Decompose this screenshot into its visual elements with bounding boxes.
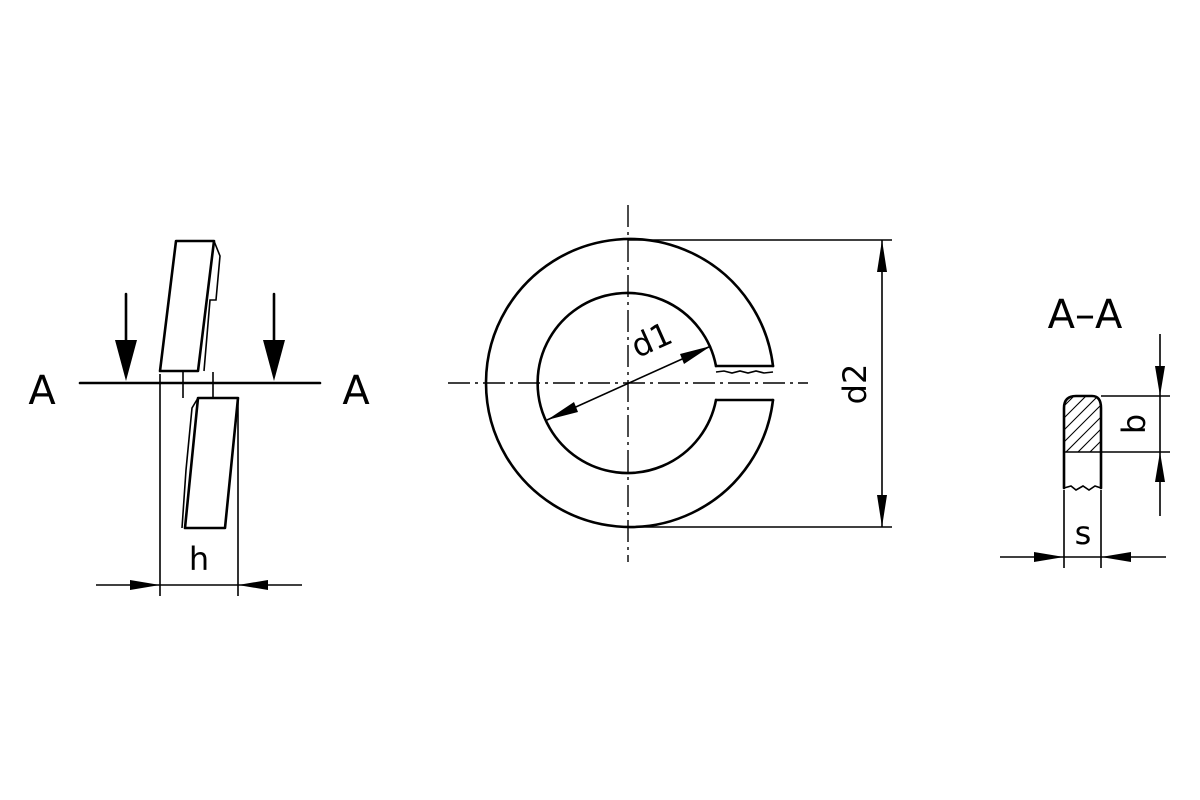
side-view-upper-coil bbox=[158, 239, 216, 373]
section-view: A–A b s bbox=[1000, 292, 1170, 568]
side-view-coil-edge-lower bbox=[181, 397, 199, 529]
section-break-line bbox=[1063, 485, 1102, 491]
washer-split-seam bbox=[715, 370, 774, 374]
d2-arrow-bottom bbox=[877, 495, 887, 527]
section-hatching bbox=[1064, 396, 1101, 452]
b-arrow-bottom bbox=[1155, 452, 1165, 482]
h-arrow-right bbox=[238, 580, 268, 590]
front-view: d1 d2 bbox=[448, 205, 892, 562]
d1-arrow-upper bbox=[680, 346, 711, 364]
s-arrow-left bbox=[1034, 552, 1064, 562]
side-view-coil-edge bbox=[203, 240, 221, 372]
section-label-left: A bbox=[28, 368, 56, 414]
section-thickness-label: s bbox=[1075, 514, 1092, 552]
inner-diameter-label: d1 bbox=[625, 314, 678, 365]
washer-inner-edge bbox=[536, 291, 718, 475]
h-arrow-left bbox=[130, 580, 160, 590]
side-view-lower-coil bbox=[183, 396, 240, 530]
d1-arrow-lower bbox=[547, 402, 578, 420]
section-profile bbox=[1062, 394, 1103, 490]
side-view: A A h bbox=[28, 239, 370, 596]
section-label-right: A bbox=[342, 368, 370, 414]
section-arrow-left-head bbox=[115, 340, 137, 381]
d2-arrow-top bbox=[877, 240, 887, 272]
section-width-label: b bbox=[1115, 414, 1153, 434]
outer-diameter-label: d2 bbox=[836, 364, 874, 405]
section-arrow-right-head bbox=[263, 340, 285, 381]
b-arrow-top bbox=[1155, 366, 1165, 396]
washer-outer-edge bbox=[484, 237, 775, 529]
height-label: h bbox=[189, 540, 209, 578]
section-title: A–A bbox=[1048, 292, 1123, 338]
s-arrow-right bbox=[1101, 552, 1131, 562]
